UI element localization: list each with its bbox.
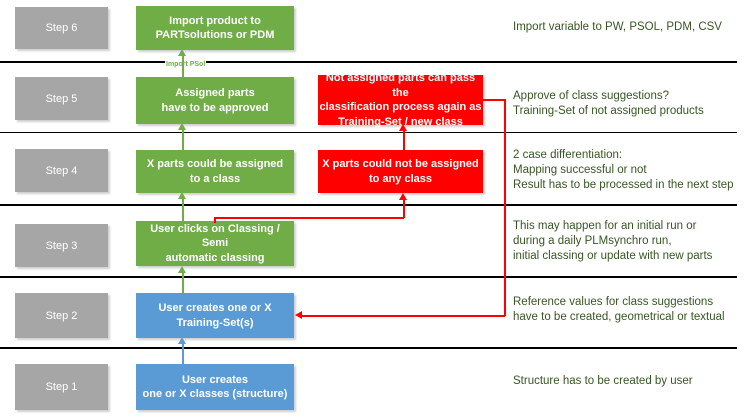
arrow-line xyxy=(182,56,184,77)
row-divider xyxy=(0,347,737,349)
arrow-up-icon xyxy=(178,266,186,273)
step-label-1: Step 1 xyxy=(15,364,108,410)
import-psol-label: Import PSol xyxy=(165,61,207,68)
flow-box-step-4: X parts could be assigned to a class xyxy=(136,150,294,193)
arrow-up-icon xyxy=(178,49,186,56)
arrow-left-icon xyxy=(295,311,302,319)
connector-segment xyxy=(301,315,505,317)
flow-box-step-2: User creates one or X Training-Set(s) xyxy=(136,293,294,338)
connector-segment xyxy=(403,199,405,218)
row-divider xyxy=(0,131,737,133)
arrow-line xyxy=(182,199,184,222)
alt-box-step-5: Not assigned parts can pass the classifi… xyxy=(318,72,483,128)
connector-segment xyxy=(214,217,216,223)
row-divider xyxy=(0,61,737,63)
step-label-5: Step 5 xyxy=(15,77,108,120)
alt-box-step-4: X parts could not be assigned to any cla… xyxy=(318,150,483,193)
connector-segment xyxy=(214,217,404,219)
arrow-up-icon xyxy=(399,124,407,131)
connector-segment xyxy=(483,99,505,101)
note-step-3: This may happen for an initial run or du… xyxy=(513,220,713,262)
flow-box-step-3: User clicks on Classing / Semi automatic… xyxy=(136,221,294,266)
note-step-2: Reference values for class suggestions h… xyxy=(513,296,725,323)
row-divider xyxy=(0,204,737,206)
note-step-4: 2 case differentiation: Mapping successf… xyxy=(513,149,734,191)
step-label-2: Step 2 xyxy=(15,293,108,338)
arrow-line xyxy=(182,130,184,150)
note-step-5: Approve of class suggestions? Training-S… xyxy=(513,90,704,117)
step-label-3: Step 3 xyxy=(15,224,108,267)
step-label-6: Step 6 xyxy=(15,7,108,49)
arrow-line xyxy=(182,343,184,364)
note-step-6: Import variable to PW, PSOL, PDM, CSV xyxy=(513,21,722,33)
flow-box-step-6: Import product to PARTsolutions or PDM xyxy=(136,6,294,50)
step-label-4: Step 4 xyxy=(15,149,108,192)
arrow-line xyxy=(403,130,405,150)
arrow-up-icon xyxy=(178,123,186,130)
arrow-up-icon xyxy=(178,192,186,199)
row-divider xyxy=(0,276,737,278)
flow-box-step-5: Assigned parts have to be approved xyxy=(136,77,294,124)
arrow-up-icon xyxy=(399,193,407,200)
arrow-up-icon xyxy=(178,337,186,344)
arrow-line xyxy=(182,272,184,293)
flow-box-step-1: User creates one or X classes (structure… xyxy=(136,364,294,410)
connector-segment xyxy=(504,99,506,316)
note-step-1: Structure has to be created by user xyxy=(513,375,693,387)
